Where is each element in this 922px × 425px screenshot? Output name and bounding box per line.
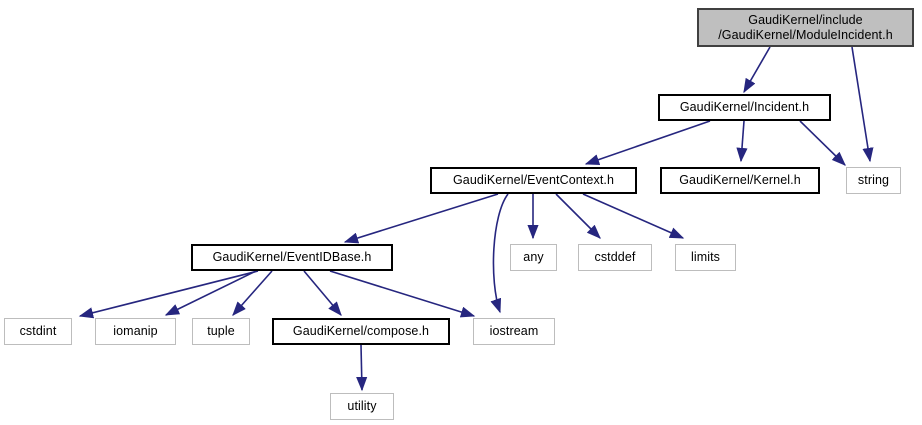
graph-edge-eventcontext-to-cstddef bbox=[555, 193, 601, 239]
graph-node-eventcontext[interactable]: GaudiKernel/EventContext.h bbox=[430, 167, 637, 194]
graph-node-label-cstdint: cstdint bbox=[19, 324, 57, 339]
graph-node-limits[interactable]: limits bbox=[675, 244, 736, 271]
graph-node-label-kernel: GaudiKernel/Kernel.h bbox=[679, 173, 801, 188]
graph-edge-eventidbase-to-tuple bbox=[232, 270, 273, 316]
graph-node-cstddef[interactable]: cstddef bbox=[578, 244, 652, 271]
graph-node-string[interactable]: string bbox=[846, 167, 901, 194]
graph-edge-eventidbase-to-iostream bbox=[329, 270, 476, 318]
graph-node-any[interactable]: any bbox=[510, 244, 557, 271]
graph-node-label-limits: limits bbox=[690, 250, 721, 265]
graph-edge-eventidbase-to-compose bbox=[303, 270, 342, 316]
graph-edge-eventcontext-to-eventidbase bbox=[343, 193, 499, 244]
graph-node-label-eventcontext: GaudiKernel/EventContext.h bbox=[452, 173, 615, 188]
graph-node-label-iomanip: iomanip bbox=[113, 324, 158, 339]
graph-node-eventidbase[interactable]: GaudiKernel/EventIDBase.h bbox=[191, 244, 393, 271]
graph-edge-moduleincident-to-incident bbox=[743, 46, 771, 94]
graph-node-utility[interactable]: utility bbox=[330, 393, 394, 420]
graph-edge-incident-to-kernel bbox=[736, 120, 748, 163]
graph-node-cstdint[interactable]: cstdint bbox=[4, 318, 72, 345]
graph-node-label-any: any bbox=[523, 250, 544, 265]
graph-node-label-string: string bbox=[857, 173, 890, 188]
graph-node-label-incident: GaudiKernel/Incident.h bbox=[679, 100, 810, 115]
graph-node-moduleincident[interactable]: GaudiKernel/include /GaudiKernel/ModuleI… bbox=[697, 8, 914, 47]
graph-node-label-cstddef: cstddef bbox=[594, 250, 636, 265]
graph-node-label-eventidbase: GaudiKernel/EventIDBase.h bbox=[212, 250, 372, 265]
graph-node-label-moduleincident: GaudiKernel/include /GaudiKernel/ModuleI… bbox=[718, 12, 893, 42]
graph-node-iostream[interactable]: iostream bbox=[473, 318, 555, 345]
graph-edge-incident-to-string bbox=[799, 120, 846, 166]
graph-node-label-tuple: tuple bbox=[207, 324, 235, 339]
graph-edge-moduleincident-to-string bbox=[851, 46, 874, 163]
graph-node-label-utility: utility bbox=[347, 399, 377, 414]
graph-node-tuple[interactable]: tuple bbox=[192, 318, 250, 345]
graph-edge-eventidbase-to-iomanip bbox=[164, 270, 257, 316]
graph-node-label-iostream: iostream bbox=[489, 324, 539, 339]
graph-node-label-compose: GaudiKernel/compose.h bbox=[292, 324, 430, 339]
graph-edge-compose-to-utility bbox=[356, 344, 368, 392]
graph-node-iomanip[interactable]: iomanip bbox=[95, 318, 176, 345]
graph-edge-eventcontext-to-limits bbox=[582, 193, 685, 239]
graph-node-incident[interactable]: GaudiKernel/Incident.h bbox=[658, 94, 831, 121]
graph-edge-eventidbase-to-cstdint bbox=[78, 270, 259, 319]
graph-edge-eventcontext-to-iostream bbox=[490, 193, 509, 314]
graph-node-compose[interactable]: GaudiKernel/compose.h bbox=[272, 318, 450, 345]
graph-node-kernel[interactable]: GaudiKernel/Kernel.h bbox=[660, 167, 820, 194]
graph-edge-incident-to-eventcontext bbox=[584, 120, 711, 165]
